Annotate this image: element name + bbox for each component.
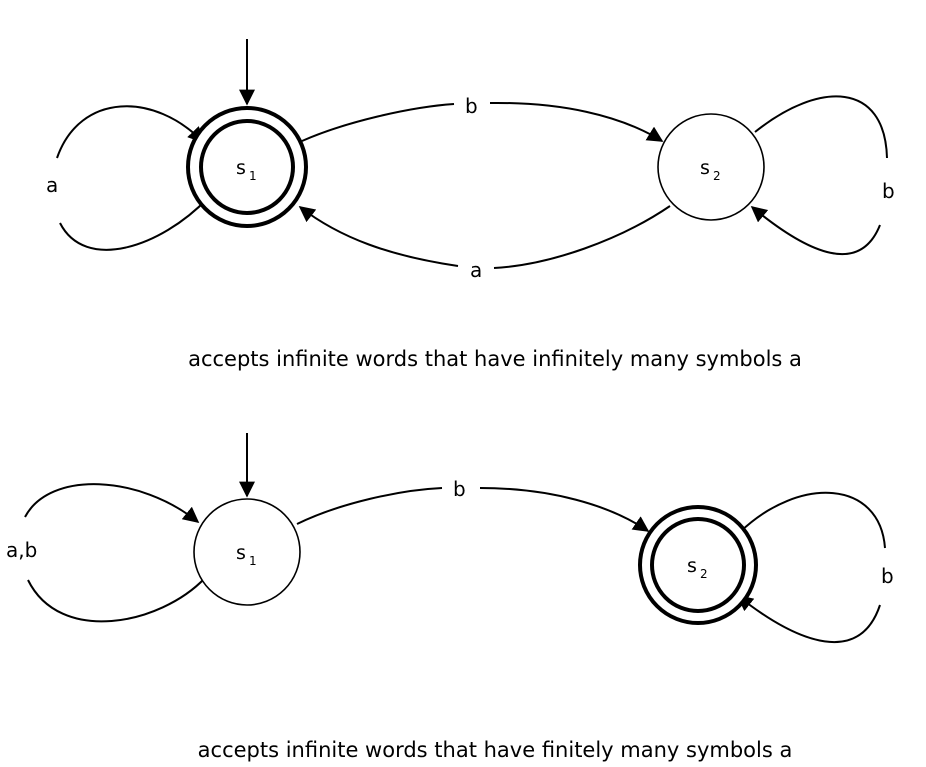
state-s1: s 1 xyxy=(186,106,308,228)
edge-s2-s1-left xyxy=(298,206,459,267)
edge-s2-s1-right xyxy=(493,205,671,269)
state-s1-index: 1 xyxy=(249,169,257,183)
self-loop-s2-b-upper xyxy=(754,95,888,159)
self-loop-s1-ab-upper xyxy=(24,483,200,524)
state-s1-2-name: s xyxy=(236,542,246,564)
self-loop-s1-a xyxy=(59,197,209,251)
state-s2-name: s xyxy=(700,157,710,179)
edge-label-s1-s1-2: a,b xyxy=(6,538,37,562)
state-s2-2-name: s xyxy=(687,555,697,577)
edge-label-s1-s1: a xyxy=(46,173,58,197)
self-loop-s1-a-upper xyxy=(56,105,205,159)
state-s1-2-index: 1 xyxy=(249,554,257,568)
state-s2: s 2 xyxy=(657,113,765,221)
edge-label-s2-s1: a xyxy=(470,258,482,282)
state-s1-name: s xyxy=(236,157,246,179)
edge-s1-s2-right-2 xyxy=(479,487,650,532)
caption-1: accepts infinite words that have infinit… xyxy=(188,347,802,371)
state-s2-2-index: 2 xyxy=(700,567,708,581)
self-loop-s2-b-lower-2 xyxy=(736,595,881,643)
self-loop-s1-ab-lower xyxy=(27,577,206,623)
automaton-1: a b a b s 1 s 2 accepts infinite words t… xyxy=(46,39,895,371)
edge-label-s1-s2-2: b xyxy=(453,477,466,501)
state-s1-2: s 1 xyxy=(193,498,301,606)
self-loop-s2-b-lower xyxy=(750,205,881,256)
state-s2-2: s 2 xyxy=(638,505,758,625)
self-loop-s2-b-upper-2 xyxy=(739,491,886,549)
edge-s1-s2-left-2 xyxy=(296,487,443,525)
caption-2: accepts infinite words that have finitel… xyxy=(198,738,793,762)
edge-label-s1-s2: b xyxy=(465,94,478,118)
edge-label-s2-s2-2: b xyxy=(881,564,894,588)
edge-s1-s2-right xyxy=(489,101,664,142)
edge-label-s2-s2: b xyxy=(882,179,895,203)
state-s2-index: 2 xyxy=(713,169,721,183)
edge-s1-s2-left xyxy=(301,103,455,142)
automaton-2: a,b b b s 1 s 2 accepts infinite words t… xyxy=(6,433,894,762)
